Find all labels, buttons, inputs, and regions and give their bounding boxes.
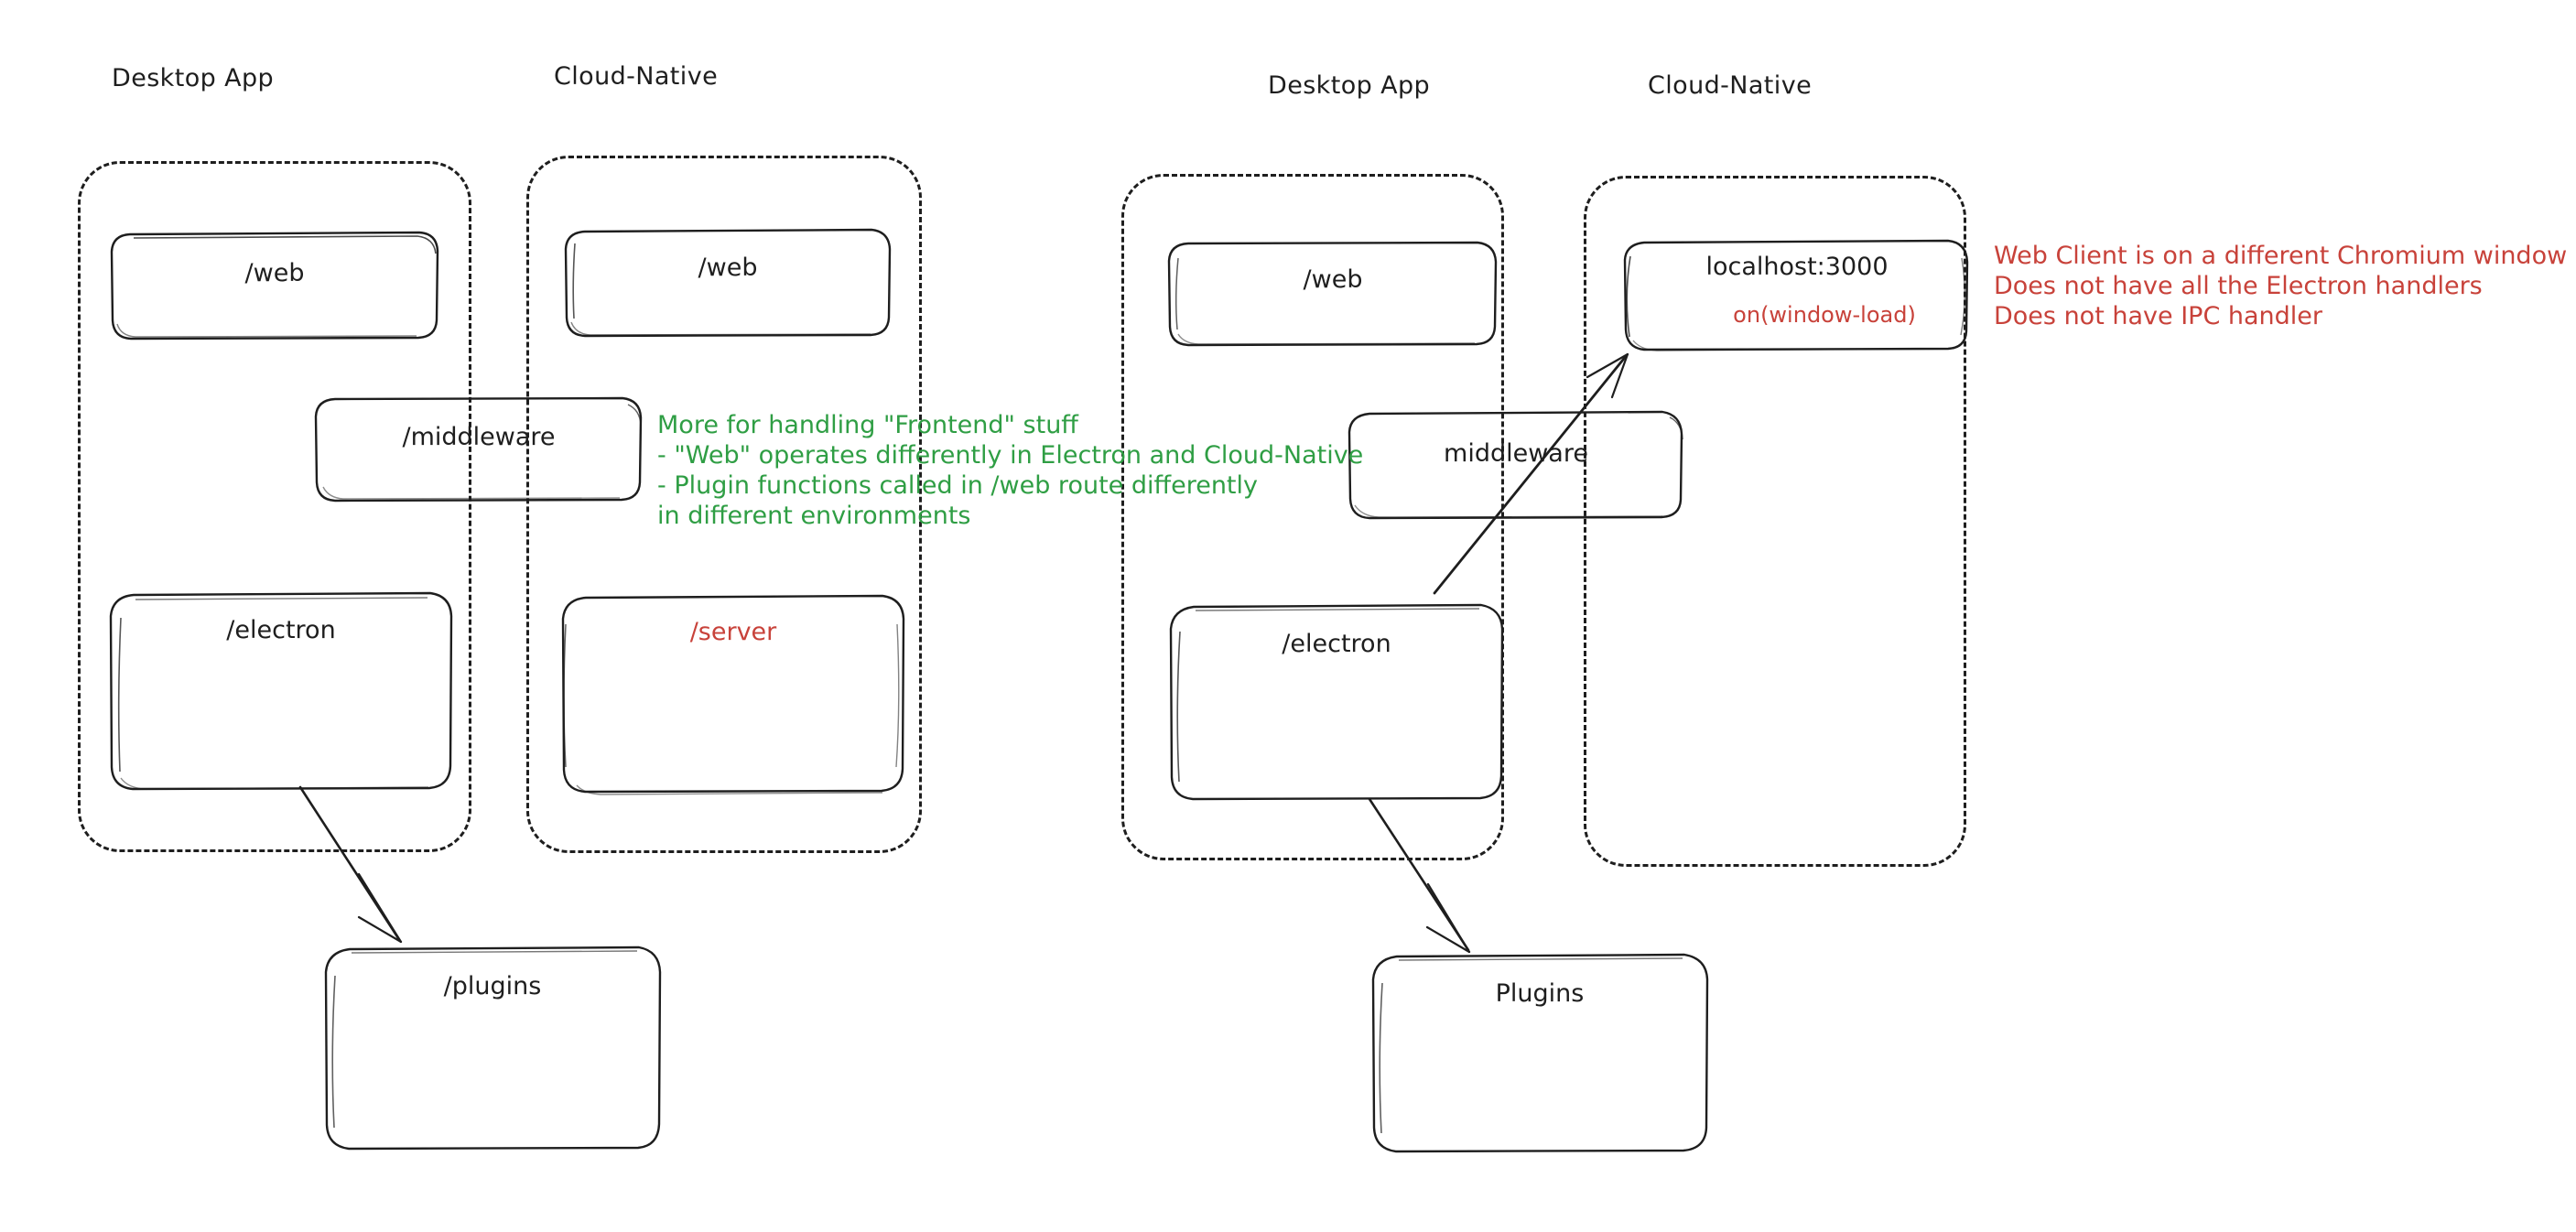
- node-right-middleware-label: middleware: [1444, 439, 1588, 468]
- node-left-electron[interactable]: /electron: [108, 590, 454, 794]
- node-right-electron-label: /electron: [1282, 630, 1391, 658]
- node-left-desktop-web-label: /web: [244, 259, 305, 287]
- node-right-plugins[interactable]: Plugins: [1369, 952, 1710, 1155]
- node-left-plugins[interactable]: /plugins: [322, 945, 663, 1153]
- group-label-desktop-app-1: Desktop App: [112, 64, 275, 92]
- group-label-cloud-native-2: Cloud-Native: [1648, 71, 1813, 100]
- node-left-middleware-label: /middleware: [402, 423, 556, 451]
- node-left-desktop-web[interactable]: /web: [110, 231, 439, 340]
- annotation-red-note: Web Client is on a different Chromium wi…: [1994, 242, 2568, 330]
- node-left-plugins-label: /plugins: [443, 972, 542, 1000]
- node-right-middleware[interactable]: middleware: [1348, 410, 1684, 522]
- node-outline: [1167, 241, 1498, 347]
- node-right-localhost-sublabel: on(window-load): [1733, 302, 1916, 328]
- group-container-cloud-native-1: [526, 156, 922, 853]
- node-left-middleware[interactable]: /middleware: [314, 395, 644, 503]
- node-right-localhost-label: localhost:3000: [1705, 253, 1889, 281]
- node-right-electron[interactable]: /electron: [1168, 602, 1505, 804]
- node-right-desktop-web[interactable]: /web: [1167, 240, 1499, 348]
- group-label-cloud-native-1: Cloud-Native: [554, 62, 719, 91]
- node-left-cloud-web[interactable]: /web: [563, 227, 893, 339]
- node-left-electron-label: /electron: [226, 616, 336, 644]
- node-right-desktop-web-label: /web: [1303, 265, 1363, 294]
- node-left-cloud-web-label: /web: [698, 254, 758, 282]
- node-right-localhost[interactable]: localhost:3000 on(window-load): [1622, 236, 1972, 353]
- group-label-desktop-app-2: Desktop App: [1268, 71, 1431, 100]
- node-right-plugins-label: Plugins: [1495, 979, 1585, 1008]
- node-left-server-label: /server: [689, 618, 777, 646]
- node-outline: [564, 228, 892, 338]
- group-container-desktop-app-1: [78, 161, 471, 852]
- node-left-server[interactable]: /server: [560, 593, 906, 796]
- annotation-green-note: More for handling "Frontend" stuff - "We…: [657, 411, 1364, 530]
